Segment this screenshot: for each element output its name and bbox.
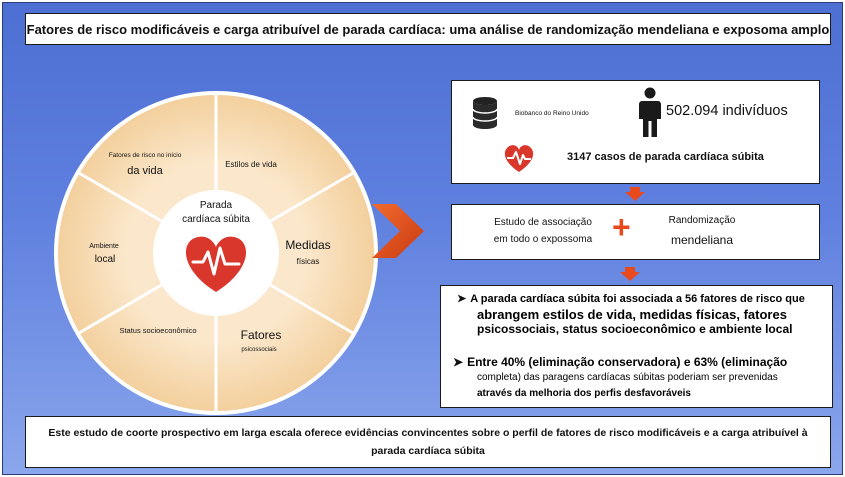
segment-physical-line1: Medidas [285,238,330,252]
segment-environment-big: local [95,254,116,265]
cohort-box: Biobanco do Reino Unido 502.094 indivídu… [451,80,820,184]
person-icon [639,87,661,137]
wheel-dividers [78,93,354,413]
method-exposome-line1: Estudo de associação [494,217,592,228]
bullet-arrow-icon: ➤ [457,293,467,305]
segment-physical-line2: físicas [297,257,320,266]
participants-count: 502.094 indivíduos [666,103,788,119]
segment-lifestyle: Estilos de vida [225,160,277,169]
segment-psychosocial-small: psicossociais [241,347,276,353]
segment-early-life-big: da vida [127,165,163,177]
methods-box: Estudo de associação em todo o expossoma… [451,204,820,260]
page-title: Fatores de risco modificáveis e carga at… [26,21,830,37]
segment-socioeconomic: Status socioeconômico [119,326,196,335]
chevron-right-icon [372,204,424,258]
result-bullet2-line1: Entre 40% (eliminação conservadora) e 63… [467,355,788,369]
method-mr-line1: Randomização [668,215,736,226]
result-bullet-prevention: ➤Entre 40% (eliminação conservadora) e 6… [453,354,825,402]
cases-count: 3147 casos de parada cardíaca súbita [567,151,764,163]
result-bullet2-line3: através da melhoria dos perfis desfavorá… [477,388,691,399]
heartbeat-icon [504,145,534,172]
database-icon [472,97,498,129]
plus-icon: + [612,209,631,245]
method-exposome-line2: em todo o expossoma [493,234,593,245]
result-bullet-associations: ➤A parada cardíaca súbita foi associada … [457,292,817,337]
conclusion-line1: Este estudo de coorte prospectivo em lar… [48,427,808,439]
method-mr-line2: mendeliana [670,233,734,247]
heart-icon [185,236,247,292]
risk-factor-wheel: Parada cardíaca súbita Fatores de risco … [54,91,378,415]
result-bullet1-line1: A parada cardíaca súbita foi associada a… [470,293,805,305]
segment-psychosocial-big: Fatores [241,328,282,342]
results-box: ➤A parada cardíaca súbita foi associada … [440,285,833,408]
title-box: Fatores de risco modificáveis e carga at… [25,13,831,45]
segment-early-life-small: Fatores de risco no início [109,152,182,159]
biobank-label: Biobanco do Reino Unido [515,110,589,117]
center-label-line2: cardíaca súbita [182,214,250,225]
result-bullet1-line2: abrangem estilos de vida, medidas física… [477,307,787,322]
result-bullet2-line2: completa) das paragens cardíacas súbitas… [477,372,778,383]
conclusion-line2: parada cardíaca súbita [371,445,485,457]
center-label-line1: Parada [200,200,233,211]
bullet-arrow-icon: ➤ [453,355,464,369]
arrow-down-icon [620,267,640,281]
arrow-down-icon [625,187,645,201]
result-bullet1-line3: psicossociais, status socioeconômico e a… [477,322,793,336]
conclusion-text: Este estudo de coorte prospectivo em lar… [48,424,807,460]
conclusion-box: Este estudo de coorte prospectivo em lar… [25,416,831,468]
segment-environment-small: Ambiente [89,243,119,250]
